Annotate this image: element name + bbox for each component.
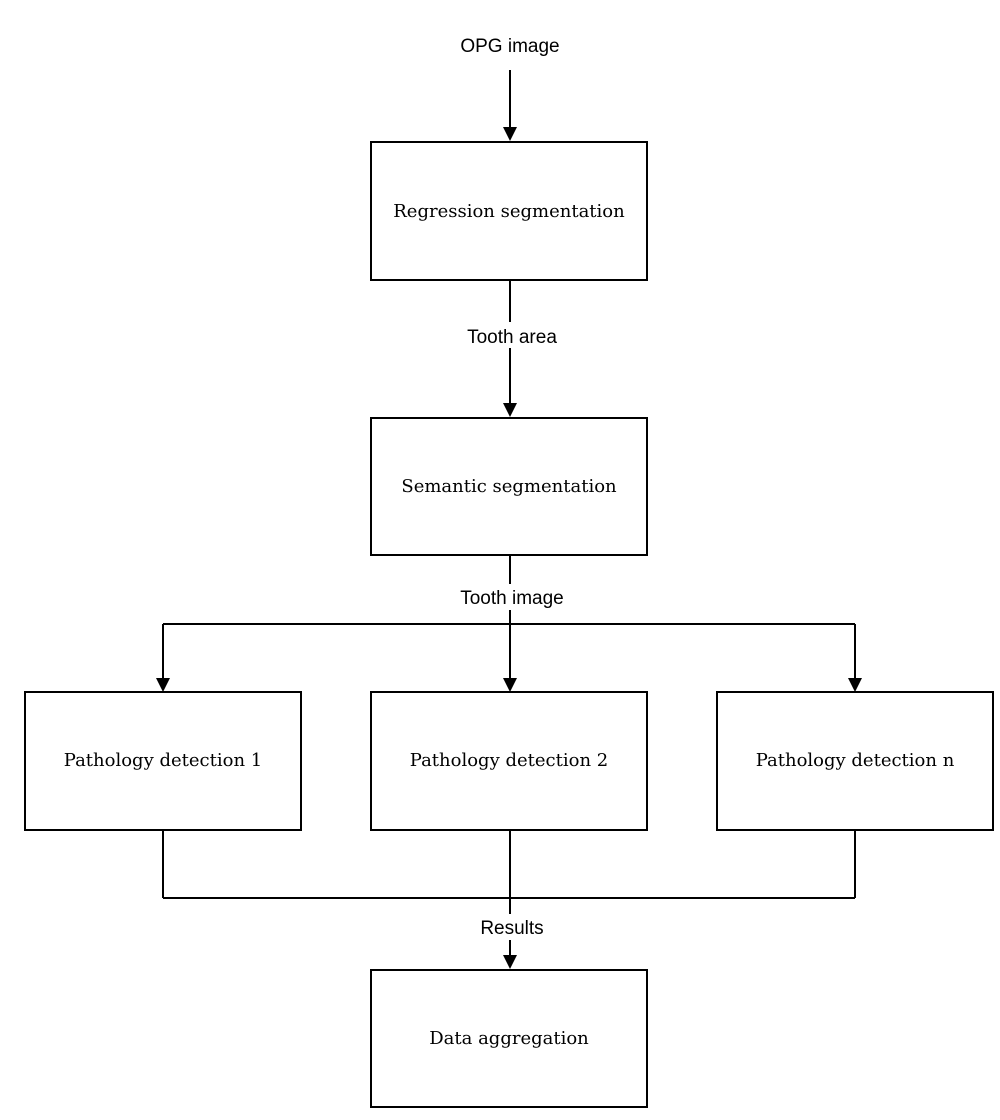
arrowhead-regression — [503, 127, 517, 141]
node-label-pathology-2: Pathology detection 2 — [410, 750, 608, 771]
edge-label-tooth-image: Tooth image — [460, 588, 564, 609]
arrowhead-pathology-2 — [503, 678, 517, 692]
node-pathology-detection-2: Pathology detection 2 — [370, 691, 648, 831]
input-label: OPG image — [460, 36, 559, 57]
arrowhead-semantic — [503, 403, 517, 417]
tooth-image-label-bg — [452, 584, 570, 610]
arrowhead-pathology-1 — [156, 678, 170, 692]
tooth-area-label-bg — [460, 322, 560, 348]
arrowhead-pathology-n — [848, 678, 862, 692]
node-label-aggregation: Data aggregation — [429, 1028, 589, 1049]
node-label-pathology-n: Pathology detection n — [756, 750, 955, 771]
edge-label-results: Results — [480, 918, 543, 939]
node-regression-segmentation: Regression segmentation — [370, 141, 648, 281]
node-label-semantic: Semantic segmentation — [401, 476, 617, 497]
node-data-aggregation: Data aggregation — [370, 969, 648, 1108]
results-label-bg — [472, 914, 552, 940]
node-pathology-detection-n: Pathology detection n — [716, 691, 994, 831]
node-semantic-segmentation: Semantic segmentation — [370, 417, 648, 556]
node-pathology-detection-1: Pathology detection 1 — [24, 691, 302, 831]
edge-label-tooth-area: Tooth area — [467, 327, 557, 348]
arrowhead-aggregation — [503, 955, 517, 969]
node-label-regression: Regression segmentation — [393, 201, 625, 222]
node-label-pathology-1: Pathology detection 1 — [64, 750, 262, 771]
